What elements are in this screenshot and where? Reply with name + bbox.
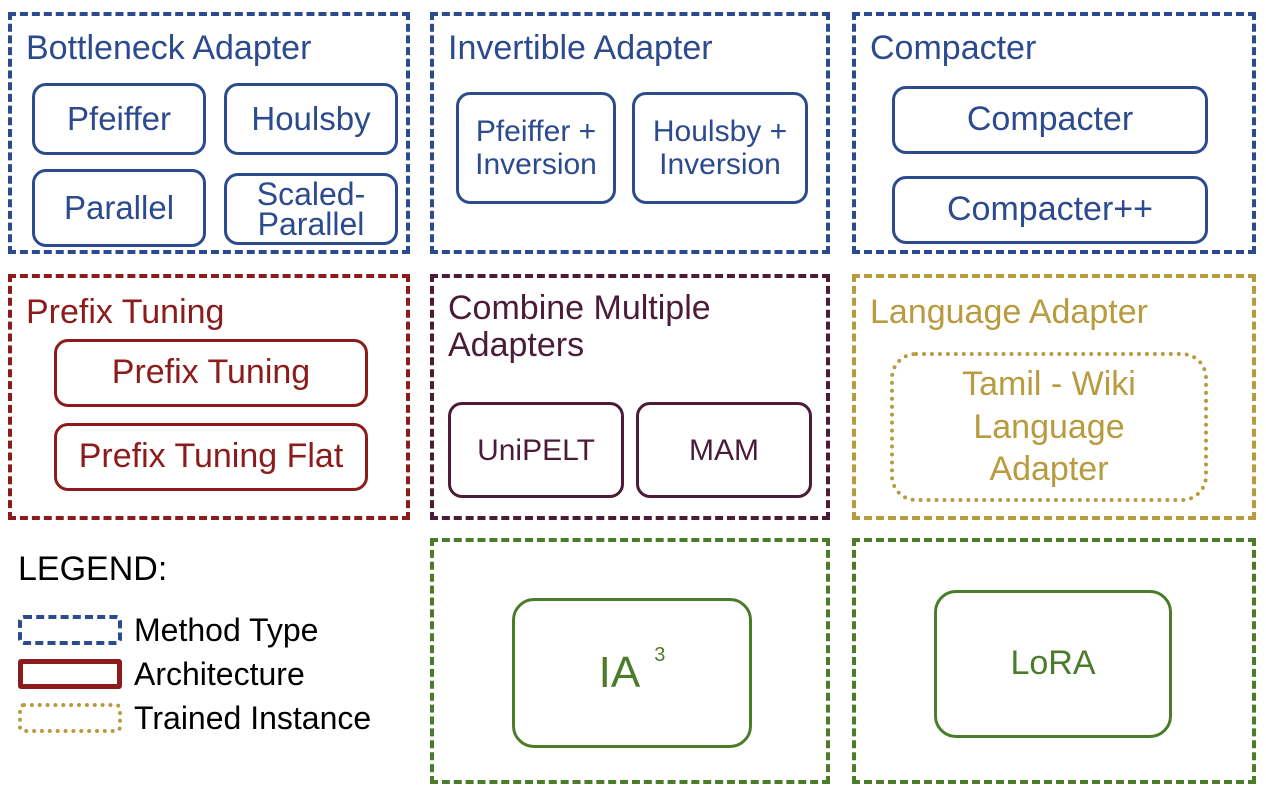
pfeiffer-inversion-architecture: Pfeiffer + Inversion (456, 92, 616, 204)
legend-title: LEGEND: (18, 550, 168, 588)
parallel-architecture: Parallel (32, 169, 206, 247)
prefix-tuning-architecture: Prefix Tuning (54, 339, 368, 407)
invertible-adapter-group: Invertible Adapter Pfeiffer + Inversion … (430, 12, 830, 254)
dashed-swatch-icon (18, 615, 122, 645)
pfeiffer-architecture: Pfeiffer (32, 83, 206, 155)
bottleneck-adapter-title: Bottleneck Adapter (26, 29, 312, 67)
legend-label-architecture: Architecture (134, 655, 305, 692)
ia3-group: IA 3 (430, 538, 830, 784)
houlsby-inversion-architecture: Houlsby + Inversion (632, 92, 808, 204)
compacter-architecture: Compacter (892, 86, 1208, 154)
invertible-adapter-title: Invertible Adapter (448, 29, 713, 67)
prefix-tuning-group: Prefix Tuning Prefix Tuning Prefix Tunin… (8, 274, 410, 520)
ia3-superscript: 3 (654, 644, 666, 666)
ia3-architecture: IA 3 (512, 598, 752, 748)
legend-label-trained-instance: Trained Instance (134, 699, 372, 736)
legend-item-trained-instance: Trained Instance (18, 700, 371, 736)
prefix-tuning-title: Prefix Tuning (26, 293, 225, 331)
lora-architecture: LoRA (934, 590, 1172, 738)
dotted-swatch-icon (18, 703, 122, 733)
bottleneck-adapter-group: Bottleneck Adapter Pfeiffer Houlsby Para… (8, 12, 410, 254)
prefix-tuning-flat-architecture: Prefix Tuning Flat (54, 423, 368, 491)
compacter-title: Compacter (870, 29, 1037, 67)
legend-item-architecture: Architecture (18, 656, 305, 692)
legend-item-method-type: Method Type (18, 612, 318, 648)
ia3-label: IA (598, 647, 641, 697)
legend-label-method-type: Method Type (134, 611, 319, 648)
combine-multiple-adapters-group: Combine Multiple Adapters UniPELT MAM (430, 274, 830, 520)
solid-swatch-icon (18, 659, 122, 689)
mam-architecture: MAM (636, 402, 812, 498)
lora-group: LoRA (852, 538, 1256, 784)
unipelt-architecture: UniPELT (448, 402, 624, 498)
scaled-parallel-architecture: Scaled- Parallel (224, 173, 398, 245)
language-adapter-title: Language Adapter (870, 293, 1148, 331)
language-adapter-group: Language Adapter Tamil - Wiki Language A… (852, 274, 1256, 520)
compacter-group: Compacter Compacter Compacter++ (852, 12, 1256, 254)
tamil-wiki-language-adapter-instance: Tamil - Wiki Language Adapter (890, 352, 1208, 502)
combine-multiple-adapters-title: Combine Multiple Adapters (448, 289, 711, 365)
compacter-plus-plus-architecture: Compacter++ (892, 176, 1208, 244)
houlsby-architecture: Houlsby (224, 83, 398, 155)
